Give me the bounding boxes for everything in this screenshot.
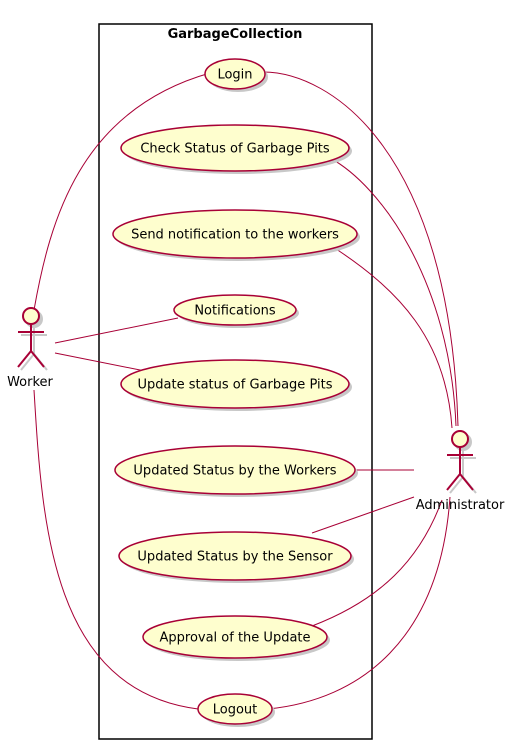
assoc-admin-check-status: [329, 157, 457, 427]
person-icon: [17, 307, 45, 368]
use-case-approval: Approval of the Update: [142, 615, 330, 661]
assoc-admin-send-notification: [329, 244, 453, 429]
use-case-login: Login: [204, 58, 268, 92]
use-case-updated-by-workers-label: Updated Status by the Workers: [133, 464, 336, 479]
system-boundary: GarbageCollection: [98, 23, 373, 740]
use-case-notifications: Notifications: [173, 294, 299, 328]
actor-worker: Worker: [7, 307, 54, 390]
use-case-check-status: Check Status of Garbage Pits: [120, 124, 352, 174]
assoc-admin-updated-by-sensor: [311, 496, 415, 534]
use-case-send-notification-label: Send notification to the workers: [131, 228, 339, 243]
actor-worker-label: Worker: [7, 375, 53, 390]
actor-administrator: Administrator: [416, 430, 505, 513]
assoc-worker-login: [33, 72, 211, 311]
use-case-updated-by-workers: Updated Status by the Workers: [114, 445, 358, 497]
assoc-worker-notifications: [54, 317, 179, 344]
use-case-logout: Logout: [197, 693, 275, 727]
associations: [33, 71, 459, 710]
use-case-logout-label: Logout: [213, 703, 258, 718]
person-icon: [446, 430, 474, 491]
assoc-admin-logout: [267, 496, 451, 710]
assoc-worker-logout: [33, 389, 199, 710]
use-case-approval-label: Approval of the Update: [159, 631, 310, 646]
actor-administrator-label: Administrator: [416, 498, 505, 513]
assoc-admin-approval: [311, 499, 443, 627]
use-case-updated-by-sensor-label: Updated Status by the Sensor: [137, 550, 333, 565]
use-case-updated-by-sensor: Updated Status by the Sensor: [118, 531, 354, 583]
use-case-login-label: Login: [217, 68, 252, 83]
assoc-worker-update-status: [54, 352, 151, 373]
use-case-check-status-label: Check Status of Garbage Pits: [140, 142, 330, 157]
system-title: GarbageCollection: [168, 27, 303, 42]
use-case-update-status-label: Update status of Garbage Pits: [138, 378, 333, 393]
use-case-notifications-label: Notifications: [194, 304, 276, 319]
assoc-admin-login: [262, 71, 459, 427]
use-case-update-status: Update status of Garbage Pits: [120, 359, 352, 411]
use-case-send-notification: Send notification to the workers: [112, 209, 360, 261]
